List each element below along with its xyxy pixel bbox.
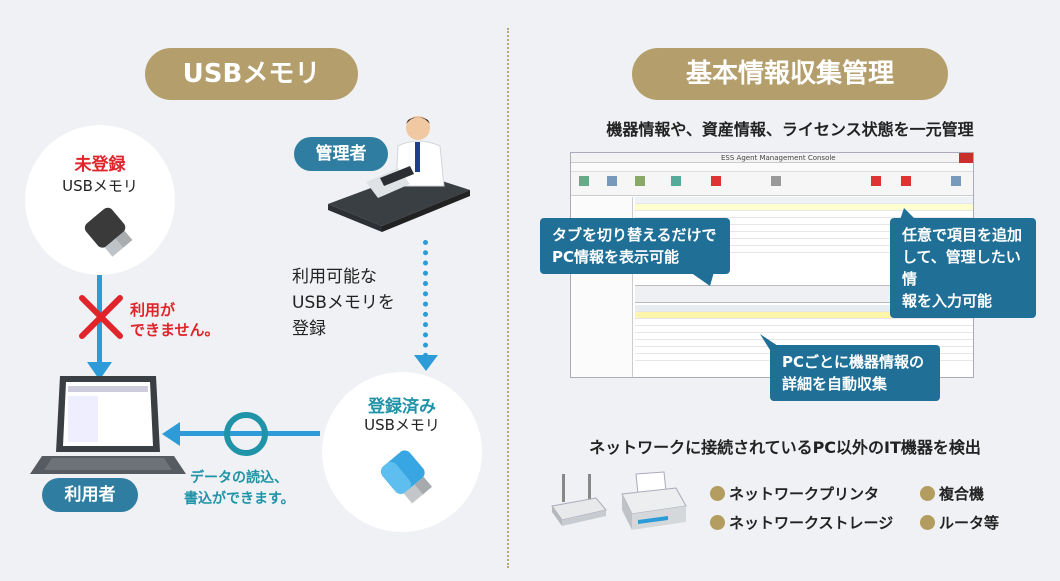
device-label: 複合機: [939, 485, 985, 503]
info-section-title: 基本情報収集管理: [632, 48, 948, 100]
device-label: ネットワークプリンタ: [729, 485, 880, 503]
callout-auto-line-2: 詳細を自動収集: [782, 375, 888, 393]
unregistered-usb-label: USBメモリ: [62, 177, 138, 195]
arrow-left-head: [162, 422, 180, 446]
register-text-1: 利用可能な: [292, 267, 377, 287]
console-window-title: ESS Agent Management Console: [721, 154, 836, 162]
callout-auto-line-1: PCごとに機器情報の: [782, 353, 925, 371]
callout-items-line-2: して、管理したい情: [902, 248, 1021, 288]
console-menu-bar: [571, 163, 973, 172]
console-title-bar: ESS Agent Management Console: [571, 153, 973, 163]
toolbar-icon: [711, 176, 721, 186]
info-subtitle: 機器情報や、資産情報、ライセンス状態を一元管理: [606, 120, 974, 139]
admin-person-icon: [328, 116, 470, 232]
callout-items-pointer: [900, 208, 916, 220]
toolbar-icon: [871, 176, 881, 186]
router-icon: [551, 474, 607, 526]
console-toolbar: [571, 172, 973, 196]
console-grid: [635, 197, 973, 285]
printer-icon: [621, 471, 687, 530]
unregistered-usb-bubble: [25, 125, 175, 275]
callout-tabs: タブを切り替えるだけで PC情報を表示可能: [540, 218, 730, 274]
cannot-use-text-2: できません。: [130, 321, 220, 339]
admin-label: 管理者: [294, 137, 388, 171]
callout-items-line-1: 任意で項目を追加: [902, 226, 1023, 244]
callout-items: 任意で項目を追加 して、管理したい情 報を入力可能: [890, 218, 1036, 318]
callout-tabs-pointer: [690, 272, 714, 286]
dotted-arrow-line: [423, 240, 428, 358]
close-icon: [959, 153, 973, 163]
toolbar-icon: [951, 176, 961, 186]
toolbar-icon: [771, 176, 781, 186]
blocked-x-icon: [79, 295, 123, 339]
callout-auto-pointer: [760, 334, 778, 350]
detect-title: ネットワークに接続されているPC以外のIT機器を検出: [589, 438, 981, 457]
console-tabs: [635, 285, 973, 303]
user-label: 利用者: [42, 478, 138, 512]
device-item-mfp: 複合機: [920, 483, 984, 504]
register-text-3: 登録: [292, 319, 326, 339]
bullet-dot: [710, 515, 725, 530]
allowed-circle-icon: [224, 412, 268, 456]
callout-tabs-line-1: タブを切り替えるだけで: [552, 226, 717, 244]
device-label: ネットワークストレージ: [729, 514, 894, 532]
bullet-dot: [920, 515, 935, 530]
device-item-network-printer: ネットワークプリンタ: [710, 483, 879, 504]
toolbar-icon: [671, 176, 681, 186]
callout-items-line-3: 報を入力可能: [902, 292, 993, 310]
unregistered-label: 未登録: [74, 155, 126, 175]
laptop-icon: [30, 376, 186, 474]
toolbar-icon: [635, 176, 645, 186]
cannot-use-text-1: 利用が: [130, 301, 176, 319]
rw-text-1: データの読込、: [190, 470, 288, 486]
usb-stick-dark-icon: [84, 207, 133, 257]
register-text-2: USBメモリを: [292, 293, 395, 313]
toolbar-icon: [901, 176, 911, 186]
callout-tabs-line-2: PC情報を表示可能: [552, 248, 680, 266]
usb-stick-blue-icon: [380, 450, 433, 504]
arrow-down-head: [87, 362, 112, 380]
dotted-arrow-head: [414, 355, 438, 371]
toolbar-icon: [579, 176, 589, 186]
bullet-dot: [710, 486, 725, 501]
device-item-router: ルータ等: [920, 512, 999, 533]
arrow-left-line: [178, 431, 320, 436]
usb-section-title: USBメモリ: [145, 48, 358, 100]
rw-text-2: 書込ができます。: [184, 491, 295, 507]
toolbar-icon: [607, 176, 617, 186]
device-label: ルータ等: [939, 514, 1000, 532]
callout-auto: PCごとに機器情報の 詳細を自動収集: [770, 345, 940, 401]
device-item-network-storage: ネットワークストレージ: [710, 512, 893, 533]
bullet-dot: [920, 486, 935, 501]
registered-label: 登録済み: [368, 397, 436, 417]
section-divider: [507, 28, 509, 568]
registered-usb-label: USBメモリ: [364, 416, 440, 434]
